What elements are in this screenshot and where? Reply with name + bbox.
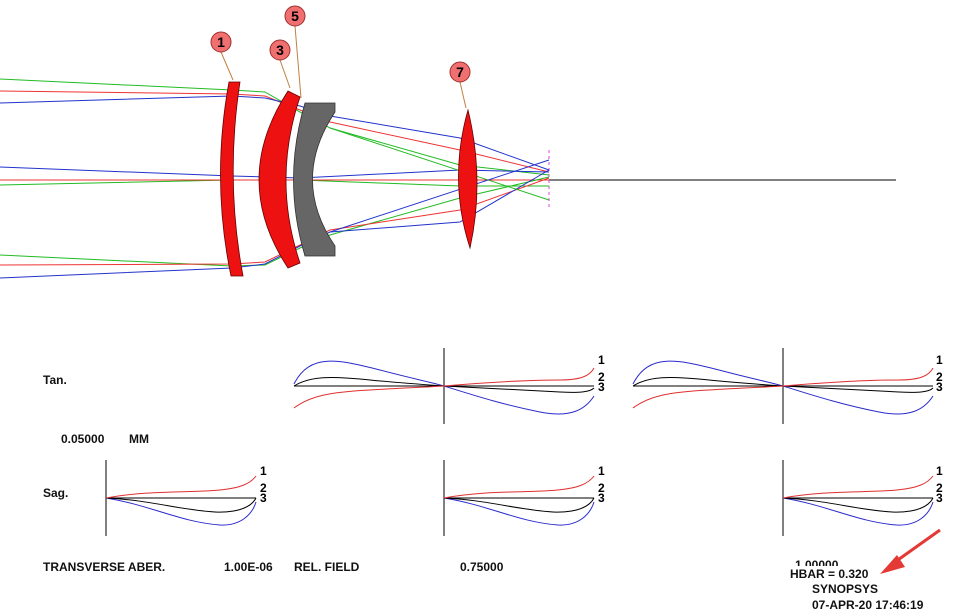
program-name: SYNOPSYS: [812, 582, 879, 596]
element-tag-5: 5: [291, 8, 299, 24]
hbar-readout: HBAR = 0.320: [790, 567, 869, 581]
tan-plot-field-100: [632, 348, 934, 424]
curve-label-3: 3: [598, 380, 605, 394]
tan-plot-field-075: [293, 348, 595, 424]
element-tags: 1 3 5 7: [210, 5, 471, 109]
curve-label-1: 1: [598, 353, 605, 367]
sag-plot-field-100: [782, 460, 934, 536]
curve-label-1: 1: [260, 464, 267, 478]
curve-label-2: 2: [936, 481, 943, 495]
lens-element-5: [293, 102, 336, 257]
curve-label-2: 2: [598, 370, 605, 384]
field-value-075: 0.75000: [460, 560, 504, 574]
curve-label-2: 2: [598, 481, 605, 495]
lens-element-7: [458, 108, 478, 250]
sag-plot-field-050: [105, 460, 257, 536]
curve-label-1: 1: [598, 464, 605, 478]
sag-plot-field-075: [443, 460, 595, 536]
curve-labels: 1 2 3 1 2 3 1 2 3 1 2 3 1 2 3: [260, 353, 943, 505]
element-tag-1: 1: [217, 34, 225, 50]
footer-rel-field-label: REL. FIELD: [294, 560, 360, 574]
curve-label-3: 3: [598, 491, 605, 505]
curve-label-2: 2: [260, 481, 267, 495]
curve-label-1: 1: [936, 464, 943, 478]
curve-label-1: 1: [936, 353, 943, 367]
annotation-arrow: [880, 528, 941, 574]
tan-row-label: Tan.: [43, 373, 67, 387]
scale-value: 0.05000: [61, 432, 105, 446]
element-tag-3: 3: [276, 42, 284, 58]
sag-row-label: Sag.: [43, 486, 69, 500]
element-tag-7: 7: [456, 64, 464, 80]
curve-label-2: 2: [936, 370, 943, 384]
date-time: 07-APR-20 17:46:19: [812, 598, 924, 612]
scale-unit: MM: [129, 432, 149, 446]
curve-label-3: 3: [936, 380, 943, 394]
footer-wavelength: 1.00E-06: [224, 560, 273, 574]
footer-title: TRANSVERSE ABER.: [43, 560, 166, 574]
curve-label-3: 3: [936, 491, 943, 505]
field-value-100: 1.00000: [795, 558, 839, 566]
lens-element-1: [220, 81, 244, 277]
lens-element-3: [258, 90, 301, 269]
curve-label-3: 3: [260, 491, 267, 505]
